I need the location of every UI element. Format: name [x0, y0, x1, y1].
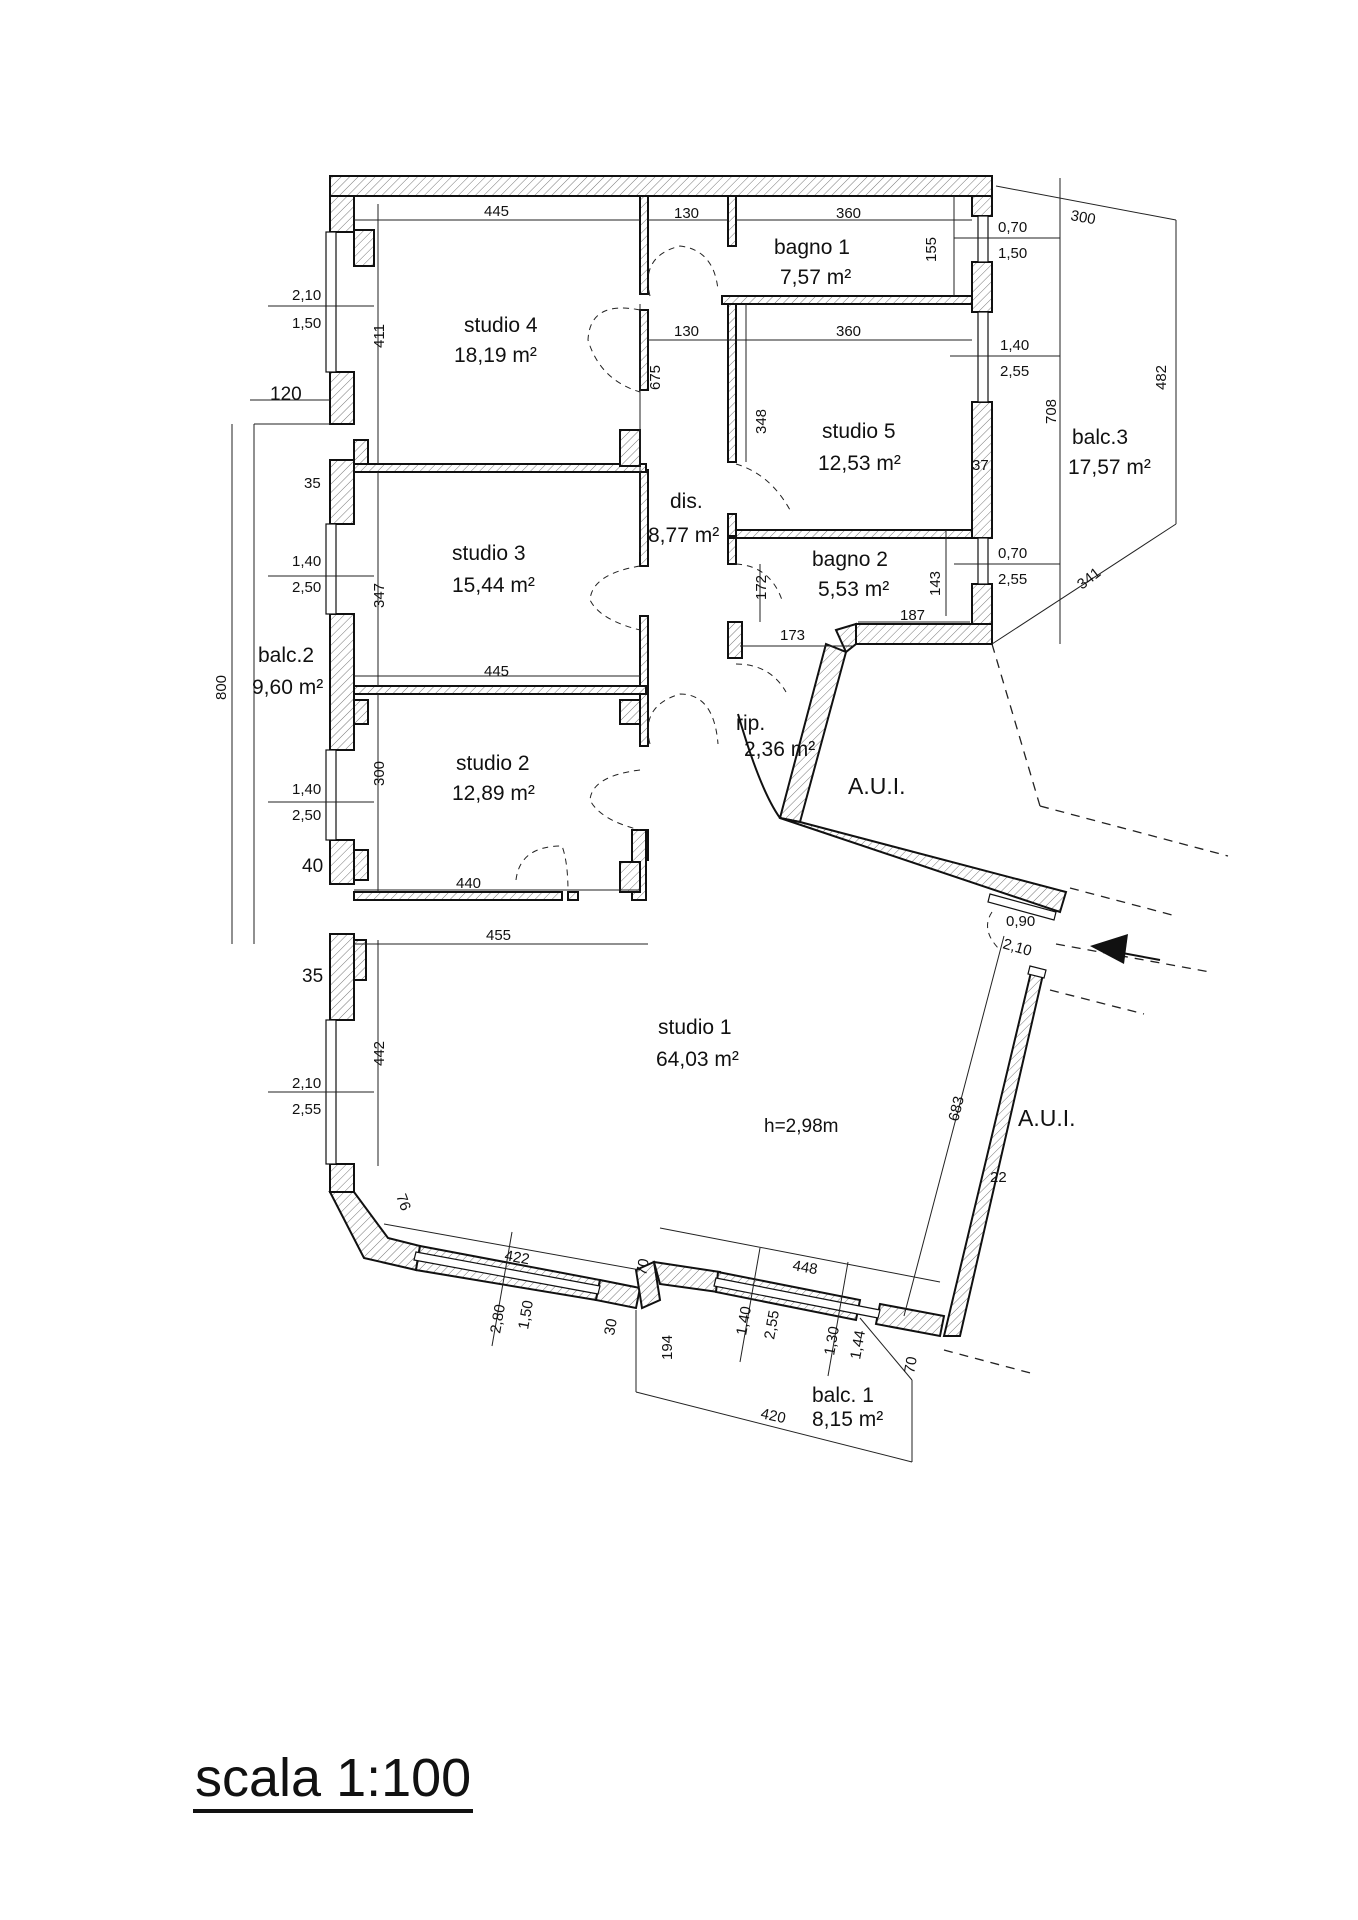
dim-194: 194 — [659, 1335, 676, 1360]
dim-482: 482 — [1153, 365, 1170, 390]
entrance-arrow-icon — [1090, 934, 1161, 964]
dim-140-s3: 1,40 — [292, 553, 321, 570]
balc2-area: 9,60 m² — [252, 676, 323, 699]
dim-35-b: 35 — [302, 966, 323, 987]
dim-255-b: 2,55 — [998, 571, 1027, 588]
dim-800: 800 — [213, 675, 230, 700]
dim-280: 2,80 — [487, 1303, 509, 1335]
dimension-labels: 445 130 360 300 155 0,70 1,50 130 360 1,… — [213, 203, 1170, 1427]
dim-420: 420 — [759, 1405, 787, 1427]
dim-140-s2: 1,40 — [292, 781, 321, 798]
dim-360-top: 360 — [836, 205, 861, 222]
dim-70-a: 70 — [633, 1257, 653, 1276]
dim-173: 173 — [780, 627, 805, 644]
dim-35-a: 35 — [304, 475, 321, 492]
dim-440: 440 — [456, 875, 481, 892]
dim-143: 143 — [927, 571, 944, 596]
dim-448: 448 — [791, 1257, 819, 1278]
dim-675: 675 — [647, 365, 664, 390]
dim-683: 683 — [945, 1095, 968, 1123]
dim-37: 37 — [972, 457, 989, 474]
bagno1-area: 7,57 m² — [780, 266, 851, 289]
bagno1-name: bagno 1 — [774, 236, 850, 259]
dim-130-mid: 130 — [674, 323, 699, 340]
dim-445-mid: 445 — [484, 663, 509, 680]
dim-347: 347 — [371, 583, 388, 608]
studio5-area: 12,53 m² — [818, 452, 901, 475]
dim-250-s3: 2,50 — [292, 579, 321, 596]
aui-top-label: A.U.I. — [848, 773, 906, 799]
studio2-area: 12,89 m² — [452, 782, 535, 805]
rip-name: rip. — [736, 712, 765, 735]
balc1-name: balc. 1 — [812, 1384, 874, 1407]
dis-name: dis. — [670, 490, 703, 513]
dim-150-b: 1,50 — [515, 1299, 537, 1331]
dim-422: 422 — [503, 1247, 531, 1268]
studio3-area: 15,44 m² — [452, 574, 535, 597]
balc1-area: 8,15 m² — [812, 1408, 883, 1431]
dim-210-s4: 2,10 — [292, 287, 321, 304]
aui-right-label: A.U.I. — [1018, 1105, 1076, 1131]
dim-255-s5: 2,55 — [1000, 363, 1029, 380]
balc2-name: balc.2 — [258, 644, 314, 667]
dim-455: 455 — [486, 927, 511, 944]
bagno2-name: bagno 2 — [812, 548, 888, 571]
balc3-name: balc.3 — [1072, 426, 1128, 449]
dim-445-top: 445 — [484, 203, 509, 220]
dim-411: 411 — [371, 324, 388, 348]
dim-300: 300 — [1069, 207, 1097, 228]
dimension-lines — [231, 178, 1177, 1463]
dim-130-b1: 1,30 — [821, 1325, 843, 1357]
rip-area: 2,36 m² — [744, 738, 815, 761]
balc3-area: 17,57 m² — [1068, 456, 1151, 479]
room-labels: studio 4 18,19 m² studio 5 12,53 m² stud… — [252, 236, 1151, 1431]
dim-172: 172 — [753, 575, 770, 600]
dim-76: 76 — [392, 1192, 414, 1213]
dim-210-door: 2,10 — [1001, 936, 1034, 960]
dim-341: 341 — [1074, 564, 1104, 593]
dim-130-top: 130 — [674, 205, 699, 222]
doors — [515, 245, 1001, 951]
dim-255-s1: 2,55 — [292, 1101, 321, 1118]
dim-070-b: 0,70 — [998, 545, 1027, 562]
windows — [325, 215, 1057, 1319]
dim-300-s2: 300 — [371, 761, 388, 786]
dim-144: 1,44 — [847, 1329, 869, 1361]
bagno2-area: 5,53 m² — [818, 578, 889, 601]
dim-250-s2: 2,50 — [292, 807, 321, 824]
dim-187: 187 — [900, 607, 925, 624]
studio1-height: h=2,98m — [764, 1116, 838, 1137]
dim-708: 708 — [1043, 399, 1060, 424]
dis-area: 8,77 m² — [648, 524, 719, 547]
dim-150-s4: 1,50 — [292, 315, 321, 332]
dim-22: 22 — [990, 1169, 1007, 1186]
dim-155: 155 — [923, 237, 940, 262]
studio1-name: studio 1 — [658, 1016, 732, 1039]
interior-walls — [353, 195, 973, 981]
dim-120: 120 — [270, 384, 302, 405]
dim-360-mid: 360 — [836, 323, 861, 340]
studio5-name: studio 5 — [822, 420, 896, 443]
dim-150-a: 1,50 — [998, 245, 1027, 262]
outer-walls — [328, 175, 1068, 1338]
scale-label: scala 1:100 — [193, 1750, 474, 1813]
dim-090: 0,90 — [1006, 913, 1035, 930]
external-dashed-lines — [943, 643, 1229, 1375]
dim-30: 30 — [601, 1317, 621, 1336]
studio4-area: 18,19 m² — [454, 344, 537, 367]
studio3-name: studio 3 — [452, 542, 526, 565]
studio4-name: studio 4 — [464, 314, 538, 337]
dim-140-s5: 1,40 — [1000, 337, 1029, 354]
studio1-area: 64,03 m² — [656, 1048, 739, 1071]
dim-210-s1: 2,10 — [292, 1075, 321, 1092]
dim-348: 348 — [753, 409, 770, 434]
dim-255-b1: 2,55 — [761, 1309, 783, 1341]
dim-070-a: 0,70 — [998, 219, 1027, 236]
dim-442: 442 — [371, 1041, 388, 1066]
studio2-name: studio 2 — [456, 752, 530, 775]
dim-40: 40 — [302, 856, 323, 877]
dim-70-b: 70 — [901, 1355, 921, 1374]
dim-140-b1: 1,40 — [733, 1305, 755, 1337]
